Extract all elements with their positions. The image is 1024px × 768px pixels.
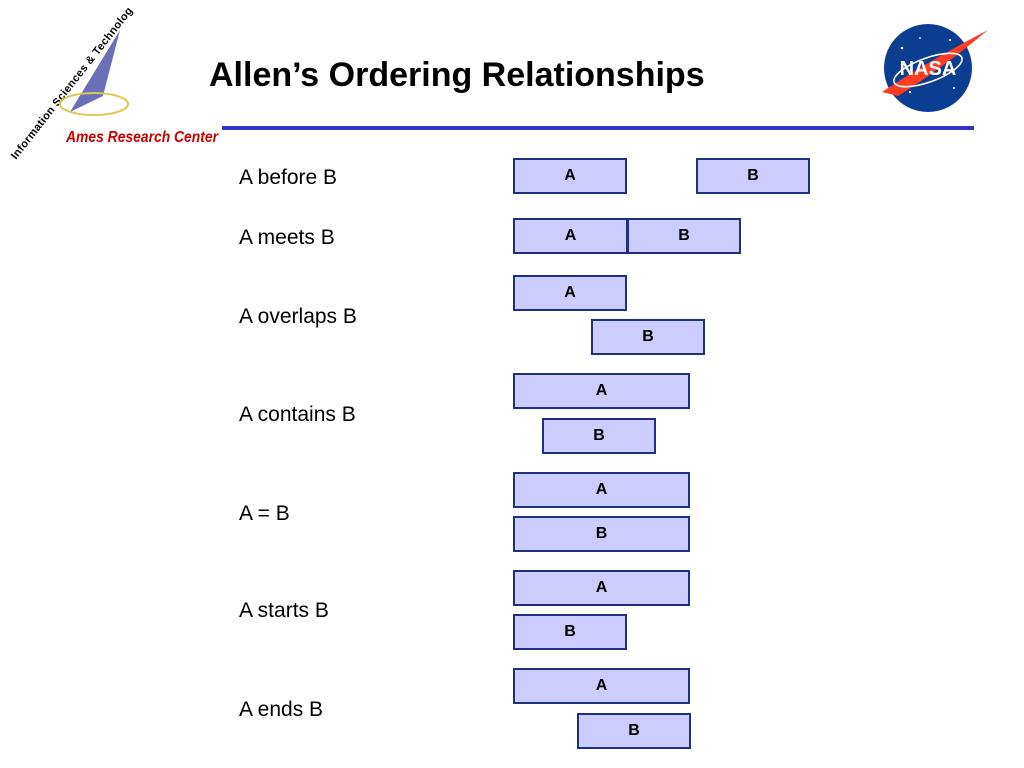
interval-b-overlaps: B: [591, 319, 705, 355]
interval-a-before: A: [513, 158, 627, 194]
interval-b-starts: B: [513, 614, 627, 650]
interval-a-meets: A: [513, 218, 628, 254]
relation-label-contains: A contains B: [239, 403, 356, 426]
interval-b-before: B: [696, 158, 810, 194]
ames-swoosh-icon: [70, 30, 120, 112]
relation-label-starts: A starts B: [239, 599, 329, 622]
slide-title: Allen’s Ordering Relationships: [209, 56, 705, 94]
nasa-wordmark: NASA: [900, 58, 957, 80]
nasa-logo: NASA: [882, 24, 988, 112]
relation-label-before: A before B: [239, 166, 338, 189]
nasa-orbit-icon: [893, 52, 963, 88]
interval-a-contains: A: [513, 373, 690, 409]
relation-label-equals: A = B: [239, 502, 290, 525]
interval-a-starts: A: [513, 570, 690, 606]
interval-a-overlaps: A: [513, 275, 627, 311]
interval-b-ends: B: [577, 713, 691, 749]
interval-a-ends: A: [513, 668, 690, 704]
interval-b-meets: B: [627, 218, 741, 254]
interval-a-equals: A: [513, 472, 690, 508]
relation-label-overlaps: A overlaps B: [239, 305, 357, 328]
nasa-vector-icon: [882, 30, 988, 96]
ames-research-center-logo: Information Sciences & Technology Ames R…: [8, 4, 219, 162]
ames-name: Ames Research Center: [65, 129, 219, 146]
relation-label-ends: A ends B: [239, 698, 324, 721]
ames-orbit-icon: [59, 92, 129, 116]
interval-b-equals: B: [513, 516, 690, 552]
title-divider: [222, 126, 974, 130]
interval-b-contains: B: [542, 418, 656, 454]
relation-label-meets: A meets B: [239, 226, 335, 249]
